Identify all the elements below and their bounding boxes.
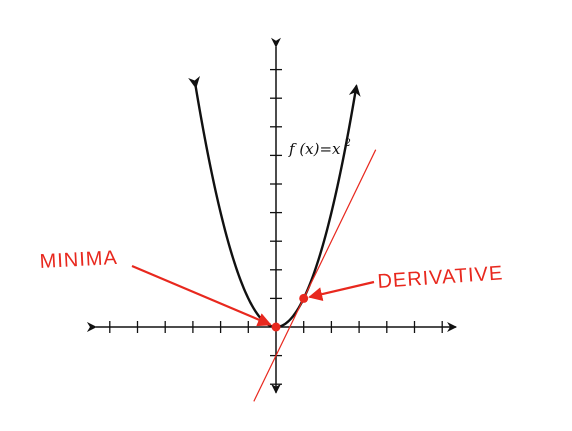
points-layer <box>271 293 309 332</box>
derivative-arrow <box>308 280 375 301</box>
minima-label: MINIMA <box>39 247 118 273</box>
annotations-layer: MINIMA DERIVATIVE <box>39 247 504 327</box>
axis-ticks <box>109 68 443 385</box>
curve-label-text: f (x)=x <box>288 140 341 158</box>
minima-point <box>271 322 281 332</box>
curve-label-exponent: 2 <box>344 138 351 149</box>
tangent-line <box>253 149 377 402</box>
derivative-point <box>299 293 309 303</box>
series-layer <box>188 76 377 402</box>
minima-arrow <box>131 264 272 327</box>
curve-label: f (x)=x 2 <box>288 138 351 158</box>
derivative-label: DERIVATIVE <box>377 262 504 293</box>
